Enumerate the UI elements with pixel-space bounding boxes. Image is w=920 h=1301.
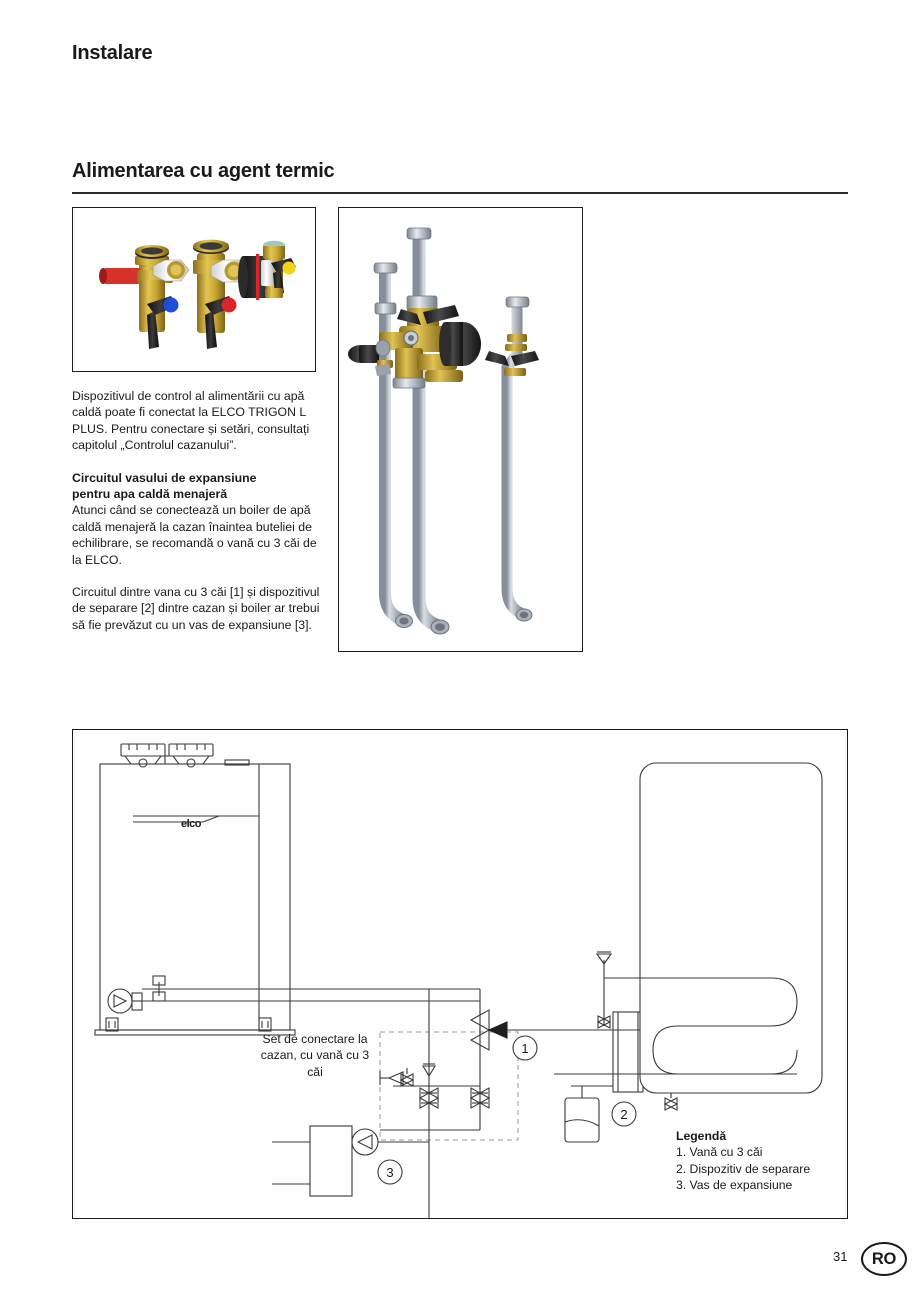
technical-drawing-frame [338, 207, 583, 652]
chapter-title: Instalare [72, 42, 153, 64]
legend-item-3: 3. Vas de expansiune [676, 1178, 793, 1193]
legend-item-2: 2. Dispozitiv de separare [676, 1161, 811, 1176]
pipework-assembly-drawing [348, 227, 539, 635]
pipe-right [485, 296, 539, 622]
paragraph-circuit: Circuitul dintre vana cu 3 căi [1] și di… [72, 585, 320, 632]
subheading-line-1: Circuitul vasului de expansiune [72, 470, 257, 485]
language-badge: RO [861, 1242, 907, 1276]
product-photo-frame [72, 207, 316, 372]
dhw-cylinder [554, 762, 823, 1094]
callout-1-label: 1 [521, 1041, 528, 1056]
title-divider [72, 192, 848, 194]
subheading-expansion: Circuitul vasului de expansiune pentru a… [72, 470, 322, 503]
paragraph-intro: Dispozitivul de control al alimentării c… [72, 389, 310, 453]
callout-2-label: 2 [620, 1107, 627, 1122]
pipe-front-left [373, 262, 413, 628]
system-schematic-frame: elco [72, 729, 848, 1219]
legend-item-1: 1. Vană cu 3 căi [676, 1145, 763, 1160]
gate-valve-b [469, 1086, 491, 1110]
page-title: Alimentarea cu agent termic [72, 160, 335, 182]
legend-title: Legendă [676, 1129, 727, 1143]
system-schematic: elco [94, 743, 823, 1218]
callout-3: 3 [377, 1159, 403, 1185]
middle-valve-unit [193, 239, 279, 349]
paragraph-dhw: Atunci când se conectează un boiler de a… [72, 503, 317, 567]
callout-2: 2 [611, 1101, 637, 1127]
subheading-line-2: pentru apa caldă menajeră [72, 487, 228, 502]
body-text-column: Dispozitivul de control al alimentării c… [72, 388, 322, 649]
boiler-unit [94, 743, 480, 1036]
left-valve-unit [99, 245, 190, 349]
separator-unit [564, 1011, 644, 1143]
pipe-back [406, 227, 450, 635]
right-valve-unit [261, 240, 296, 298]
connection-set-boundary [379, 1031, 519, 1141]
three-way-valve [469, 1009, 613, 1051]
connection-set-pipework [379, 989, 491, 1218]
callout-3-label: 3 [386, 1165, 393, 1180]
boiler-brand-label: elco [181, 818, 202, 830]
callout-1: 1 [512, 1035, 538, 1061]
connection-set-label: Set de conectare la cazan, cu vană cu 3 … [260, 1032, 370, 1079]
expansion-vessel-group [272, 1125, 429, 1197]
page-number: 31 [833, 1249, 848, 1264]
valve-cluster [348, 295, 481, 389]
gate-valve-a [418, 1086, 440, 1110]
legend: Legendă 1. Vană cu 3 căi 2. Dispozitiv d… [676, 1128, 810, 1194]
valve-assembly-photo [99, 239, 296, 349]
